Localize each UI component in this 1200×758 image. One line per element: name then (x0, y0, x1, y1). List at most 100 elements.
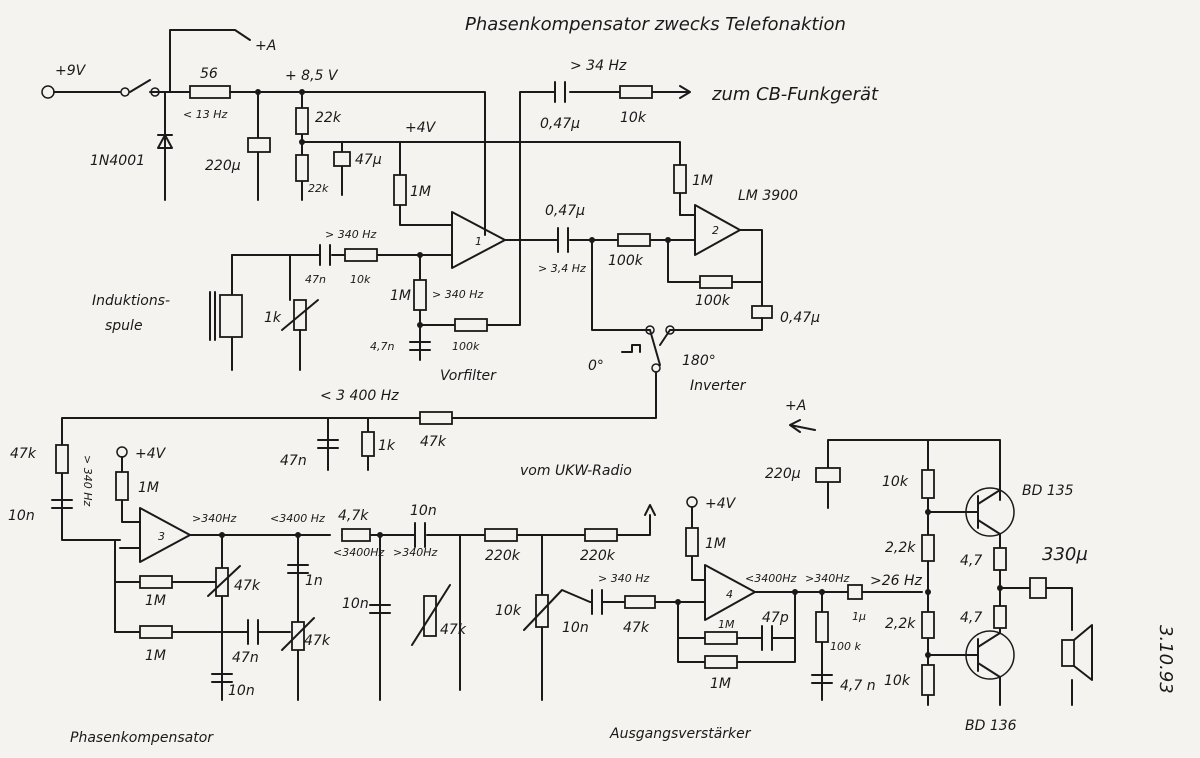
c47u-label: 47µ (355, 152, 382, 168)
a-label-out: +A (785, 398, 806, 414)
c10n-d-label: 10n (342, 596, 369, 612)
induction-coil (219, 294, 243, 338)
c47n-pre-label: 47n (305, 273, 326, 286)
r10k-b-label: 10k (884, 673, 911, 689)
f340v-label: > 340 Hz (81, 455, 94, 506)
coil-label-1: Induktions- (92, 293, 170, 309)
resistor-4r7-a (993, 547, 1007, 571)
r22b-label: 22k (308, 182, 329, 195)
resistor-1m-g (704, 655, 738, 669)
r1m-a-label: 1M (692, 173, 713, 189)
opamp-1 (451, 211, 506, 269)
c10n-out-label: 10n (562, 620, 589, 636)
c220-out-label: 220µ (765, 466, 801, 482)
c047c-label: 0,47µ (780, 310, 820, 326)
a-rail-wire (169, 29, 251, 93)
resistor-1m-f1 (139, 575, 173, 589)
cap-4n7-out (811, 674, 833, 684)
phase-compensator-label: Phasenkompensator (70, 730, 214, 746)
r47k-a-label: 47k (10, 446, 37, 462)
c047b-label: 0,47µ (545, 203, 585, 219)
cap-220u (247, 137, 271, 153)
a-label-top: +A (255, 38, 276, 54)
inverter-label: Inverter (690, 378, 747, 394)
cb-radio-label: zum CB-Funkgerät (711, 84, 879, 105)
r22k-b-label: 2,2k (885, 616, 916, 632)
r100k-a-label: 100k (452, 340, 480, 353)
cap-10n-d (369, 534, 391, 701)
speaker-magnet (1061, 639, 1075, 667)
cap-1u (847, 584, 863, 600)
c10n-label: 10n (8, 508, 35, 524)
resistor-1m-phase (115, 471, 129, 501)
diode-label: 1N4001 (90, 153, 145, 169)
r1m-out-label: 1M (705, 536, 726, 552)
coil-label-2: spule (105, 318, 143, 334)
date-note: 3.10.93 (1155, 625, 1176, 694)
phase-compensator-section: < 3 400 Hz 47k 10n > 340 Hz 47n 1k 47k +… (8, 371, 657, 746)
cap-47p (761, 625, 773, 651)
v4-out-label: +4V (705, 496, 737, 512)
cap-330u (1029, 577, 1047, 599)
cap-1n (287, 564, 309, 574)
phase-switch[interactable] (649, 329, 671, 366)
cap-47n-phase (317, 417, 339, 471)
r1m-g-label: 1M (710, 676, 731, 692)
cap-4n7-pre (409, 341, 431, 351)
r10k-a-label: 10k (882, 474, 909, 490)
resistor-220k-b (584, 528, 618, 542)
r47-a-label: 4,7 (960, 553, 982, 569)
r47-b-label: 4,7 (960, 610, 982, 626)
c47n-b-phase-label: 47n (232, 650, 259, 666)
pot47a-label: 47k (234, 578, 261, 594)
r1m-b-label: 1M (410, 184, 431, 200)
c1u-label: 1µ (852, 610, 866, 623)
f340-out-label: > 340 Hz (598, 572, 649, 585)
resistor-1m-fb (704, 631, 738, 645)
op3-label: 3 (158, 530, 165, 543)
resistor-22k-b (295, 154, 309, 182)
f3400c-label: <3400Hz (333, 546, 384, 559)
f26-label: >26 Hz (870, 573, 923, 589)
output-amp-label: Ausgangsverstärker (609, 726, 752, 742)
r100k-c-label: 100k (695, 293, 731, 309)
pot47b-label: 47k (304, 633, 331, 649)
opamp-3 (139, 507, 191, 563)
r220a-label: 220k (485, 548, 521, 564)
opamp-4 (704, 564, 756, 621)
v4-label-top: +4V (405, 120, 437, 136)
op4-label: 4 (726, 588, 733, 601)
resistor-56 (189, 85, 231, 99)
cap-47n-phase-b (247, 619, 259, 645)
cap-10n-c (211, 673, 233, 683)
c47n-out-label: 4,7 n (840, 678, 876, 694)
r10k-pre-label: 10k (350, 273, 371, 286)
rail-85v (229, 91, 486, 236)
r47k-b-label: 47k (420, 434, 447, 450)
resistor-10k-pre (344, 248, 378, 262)
resistor-10k-bias-a (921, 469, 935, 499)
c330-label: 330µ (1042, 544, 1088, 565)
r1m-f1-label: 1M (145, 593, 166, 609)
pot47c-label: 47k (440, 622, 467, 638)
f340-label: >340Hz (192, 512, 236, 525)
r22k-a-label: 2,2k (885, 540, 916, 556)
resistor-4k7-phase (341, 528, 371, 542)
f13-label: < 13 Hz (183, 108, 227, 121)
r1m-fb-label: 1M (718, 618, 735, 631)
resistor-1k-phase (361, 431, 375, 457)
f340b-label: > 340 Hz (432, 288, 483, 301)
cap-220u-out (815, 467, 841, 483)
cap-10n-a (51, 499, 73, 509)
resistor-1m-c (413, 279, 427, 311)
r220b-label: 220k (580, 548, 616, 564)
resistor-10k-bias-b (921, 664, 935, 696)
r100k-out-label: 100 k (830, 640, 861, 653)
resistor-2k2-a (921, 534, 935, 562)
ukw-label: vom UKW-Radio (520, 463, 632, 479)
resistor-1m-out (685, 527, 699, 557)
resistor-1m-b (393, 174, 407, 206)
c47n-phase-label: 47n (280, 453, 307, 469)
deg180-label: 180° (682, 353, 716, 369)
